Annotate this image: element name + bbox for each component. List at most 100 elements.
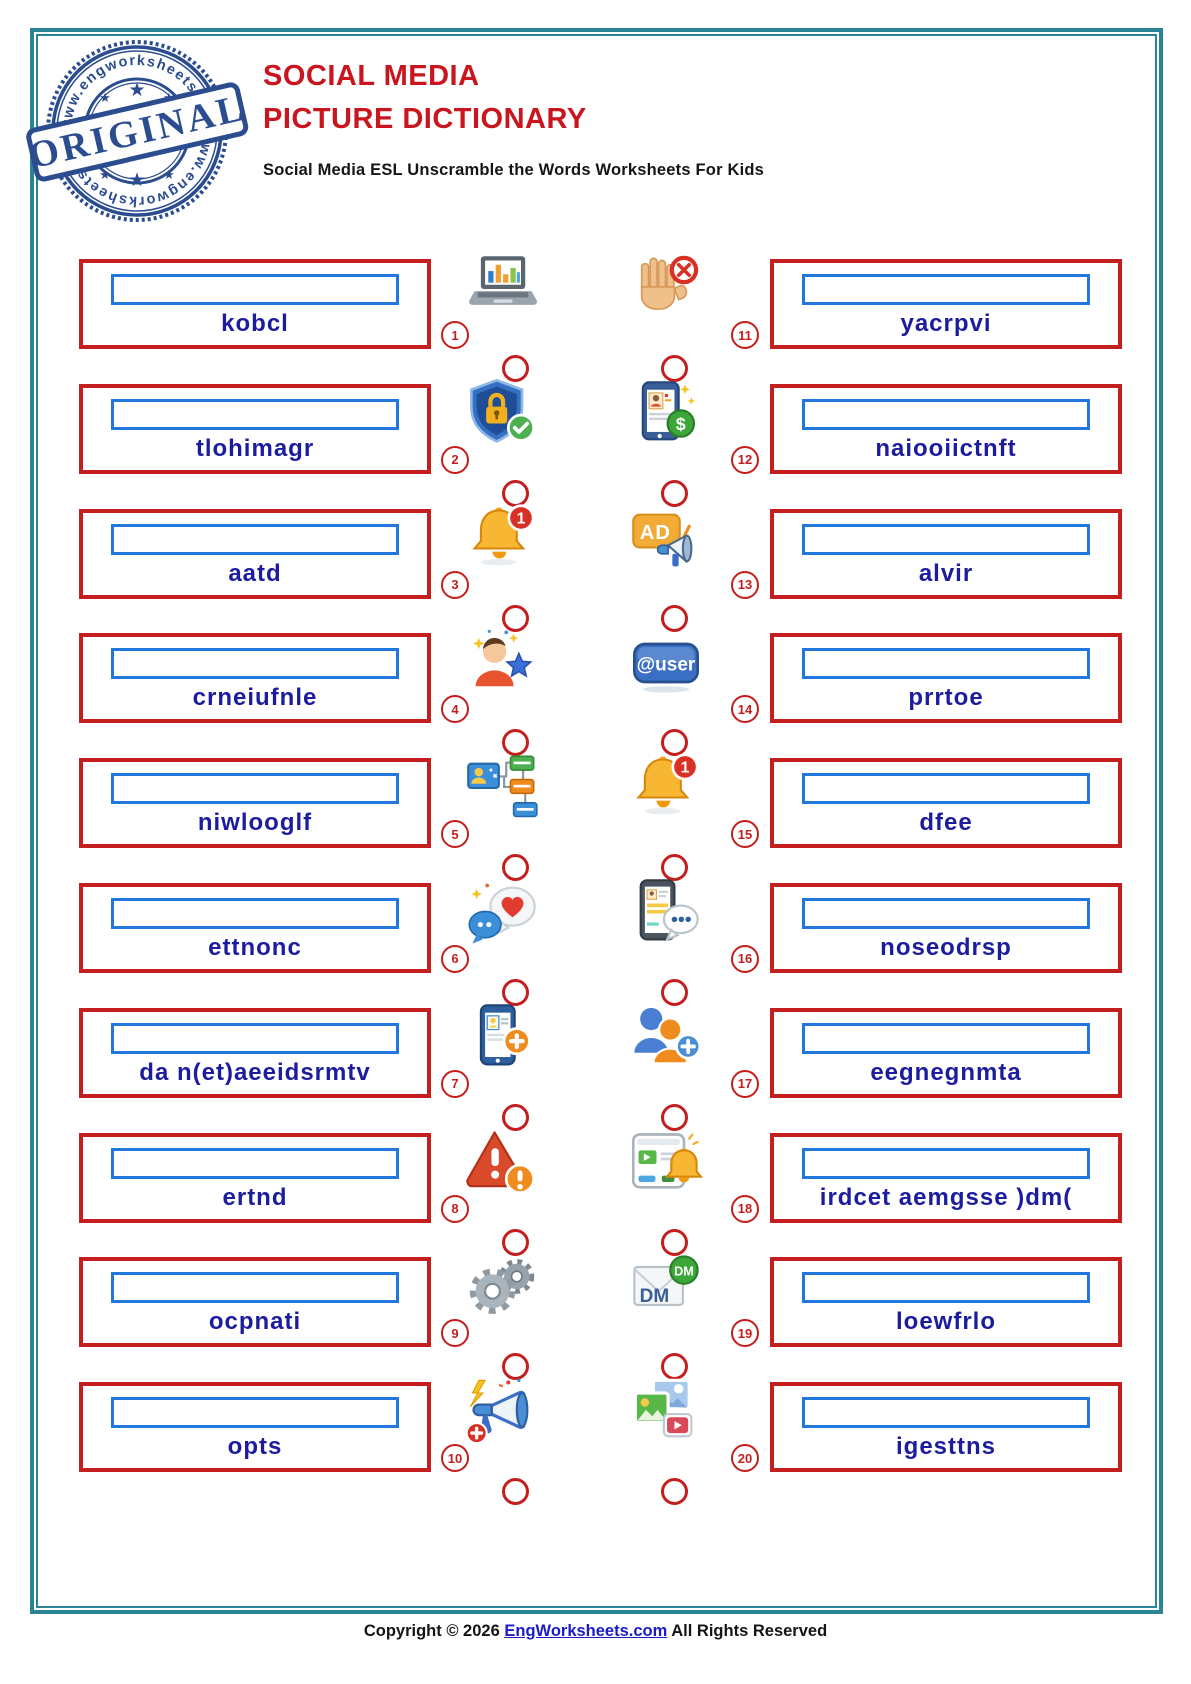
item-number-badge: 12 bbox=[731, 445, 759, 474]
item-number-badge: 10 bbox=[441, 1444, 469, 1473]
answer-input-box[interactable] bbox=[111, 1147, 399, 1179]
star-icon: ★ bbox=[99, 90, 111, 105]
answer-circle[interactable] bbox=[502, 1478, 529, 1506]
promote-megaphone-icon bbox=[464, 1374, 540, 1450]
web-notification-icon bbox=[628, 1125, 704, 1201]
user-mention-icon: @user bbox=[628, 625, 704, 701]
worksheet-row: tlohimagr 2 bbox=[0, 378, 1191, 509]
worksheet-row: aatd 3 1 AD bbox=[0, 504, 1191, 634]
answer-input-box[interactable] bbox=[802, 1272, 1090, 1304]
star-icon: ★ bbox=[128, 170, 145, 191]
worksheet-row: ertnd 8 bbox=[0, 1130, 1191, 1258]
item-number-badge: 14 bbox=[731, 695, 759, 724]
answer-circle[interactable] bbox=[661, 1353, 688, 1381]
security-shield-icon bbox=[464, 376, 540, 452]
content-bubbles-icon bbox=[464, 875, 540, 951]
answer-input-box[interactable] bbox=[111, 398, 399, 430]
answer-input-box[interactable] bbox=[111, 897, 399, 929]
item-number-badge: 11 bbox=[731, 321, 759, 349]
answer-input-box[interactable] bbox=[802, 274, 1090, 305]
word-box: dfee bbox=[770, 758, 1122, 849]
scrambled-word: igesttns bbox=[895, 1433, 996, 1461]
answer-circle[interactable] bbox=[502, 854, 529, 882]
answer-circle[interactable] bbox=[502, 1103, 529, 1131]
answer-input-box[interactable] bbox=[802, 1022, 1090, 1054]
worksheet-row: opts 10 bbox=[0, 1378, 1191, 1507]
scrambled-word: yacrpvi bbox=[900, 310, 992, 337]
scrambled-word: prrtoe bbox=[908, 684, 984, 712]
answer-circle[interactable] bbox=[661, 729, 688, 757]
answer-input-box[interactable] bbox=[802, 398, 1090, 430]
answer-input-box[interactable] bbox=[802, 523, 1090, 555]
trend-warning-icon bbox=[464, 1125, 540, 1201]
answer-circle[interactable] bbox=[502, 355, 529, 382]
answer-input-box[interactable] bbox=[111, 1397, 399, 1429]
answer-circle[interactable] bbox=[661, 978, 688, 1006]
answer-circle[interactable] bbox=[661, 1103, 688, 1131]
dm-envelope-icon: DM DM bbox=[628, 1249, 704, 1325]
item-number-badge: 3 bbox=[441, 570, 469, 599]
scrambled-word: opts bbox=[227, 1433, 283, 1461]
answer-input-box[interactable] bbox=[802, 1147, 1090, 1179]
scrambled-word: naiooiictnft bbox=[875, 434, 1017, 462]
item-number-badge: 9 bbox=[441, 1319, 469, 1348]
answer-input-box[interactable] bbox=[111, 274, 399, 305]
word-box: eegnegnmta bbox=[770, 1007, 1122, 1098]
answer-circle[interactable] bbox=[661, 1228, 688, 1256]
item-number-badge: 1 bbox=[441, 321, 469, 349]
word-box: niwlooglf bbox=[79, 758, 431, 849]
svg-text:DM: DM bbox=[640, 1286, 670, 1307]
item-number-badge: 19 bbox=[731, 1319, 759, 1348]
answer-circle[interactable] bbox=[661, 604, 688, 632]
word-box: ertnd bbox=[79, 1132, 431, 1223]
engagement-users-icon bbox=[628, 1000, 704, 1076]
scrambled-word: crneiufnle bbox=[192, 684, 318, 712]
word-box: crneiufnle bbox=[79, 633, 431, 724]
laptop-analytics-icon bbox=[464, 251, 540, 327]
engworksheets-link[interactable]: EngWorksheets.com bbox=[504, 1622, 668, 1640]
answer-circle[interactable] bbox=[502, 1353, 529, 1381]
notification-bell-icon: 1 bbox=[464, 501, 540, 577]
worksheet-row: crneiufnle 4 bbox=[0, 630, 1191, 758]
answer-circle[interactable] bbox=[661, 1478, 688, 1506]
answer-input-box[interactable] bbox=[111, 1022, 399, 1054]
copyright-text-before: Copyright © 2026 bbox=[363, 1622, 500, 1640]
answer-input-box[interactable] bbox=[111, 523, 399, 555]
answer-circle[interactable] bbox=[502, 604, 529, 632]
svg-text:1: 1 bbox=[517, 510, 526, 527]
word-box: opts bbox=[79, 1382, 431, 1473]
answer-input-box[interactable] bbox=[111, 648, 399, 680]
item-number-badge: 8 bbox=[441, 1194, 469, 1223]
copyright-text-after: All Rights Reserved bbox=[671, 1622, 828, 1640]
answer-input-box[interactable] bbox=[802, 773, 1090, 805]
item-number-badge: 15 bbox=[731, 820, 759, 849]
svg-text:AD: AD bbox=[640, 522, 671, 544]
scrambled-word: da n(et)aeeidsrmtv bbox=[139, 1058, 371, 1086]
answer-input-box[interactable] bbox=[111, 773, 399, 805]
answer-circle[interactable] bbox=[661, 854, 688, 882]
answer-circle[interactable] bbox=[502, 1228, 529, 1256]
footer: Copyright © 2026 EngWorksheets.com All R… bbox=[0, 1622, 1191, 1641]
svg-text:$: $ bbox=[676, 414, 686, 434]
star-icon: ★ bbox=[99, 167, 111, 182]
scrambled-word: kobcl bbox=[221, 310, 289, 337]
answer-circle[interactable] bbox=[502, 729, 529, 757]
scrambled-word: alvir bbox=[918, 559, 974, 587]
answer-input-box[interactable] bbox=[802, 648, 1090, 680]
answer-input-box[interactable] bbox=[802, 897, 1090, 929]
scrambled-word: niwlooglf bbox=[197, 809, 313, 837]
answer-input-box[interactable] bbox=[111, 1272, 399, 1304]
word-box: irdcet aemgsse )dm( bbox=[770, 1132, 1122, 1223]
worksheet-row: ocpnati 9 DM bbox=[0, 1255, 1191, 1382]
answer-input-box[interactable] bbox=[802, 1397, 1090, 1429]
scrambled-word: tlohimagr bbox=[195, 434, 315, 462]
page-subtitle: Social Media ESL Unscramble the Words Wo… bbox=[263, 161, 765, 179]
answer-circle[interactable] bbox=[661, 355, 688, 382]
add-contact-phone-icon bbox=[464, 1000, 540, 1076]
item-number-badge: 18 bbox=[731, 1194, 759, 1223]
settings-gears-icon bbox=[464, 1249, 540, 1325]
answer-circle[interactable] bbox=[502, 978, 529, 1006]
feed-bell-icon: 1 bbox=[628, 750, 704, 826]
word-box: igesttns bbox=[770, 1382, 1122, 1473]
answer-circle[interactable] bbox=[661, 479, 688, 507]
